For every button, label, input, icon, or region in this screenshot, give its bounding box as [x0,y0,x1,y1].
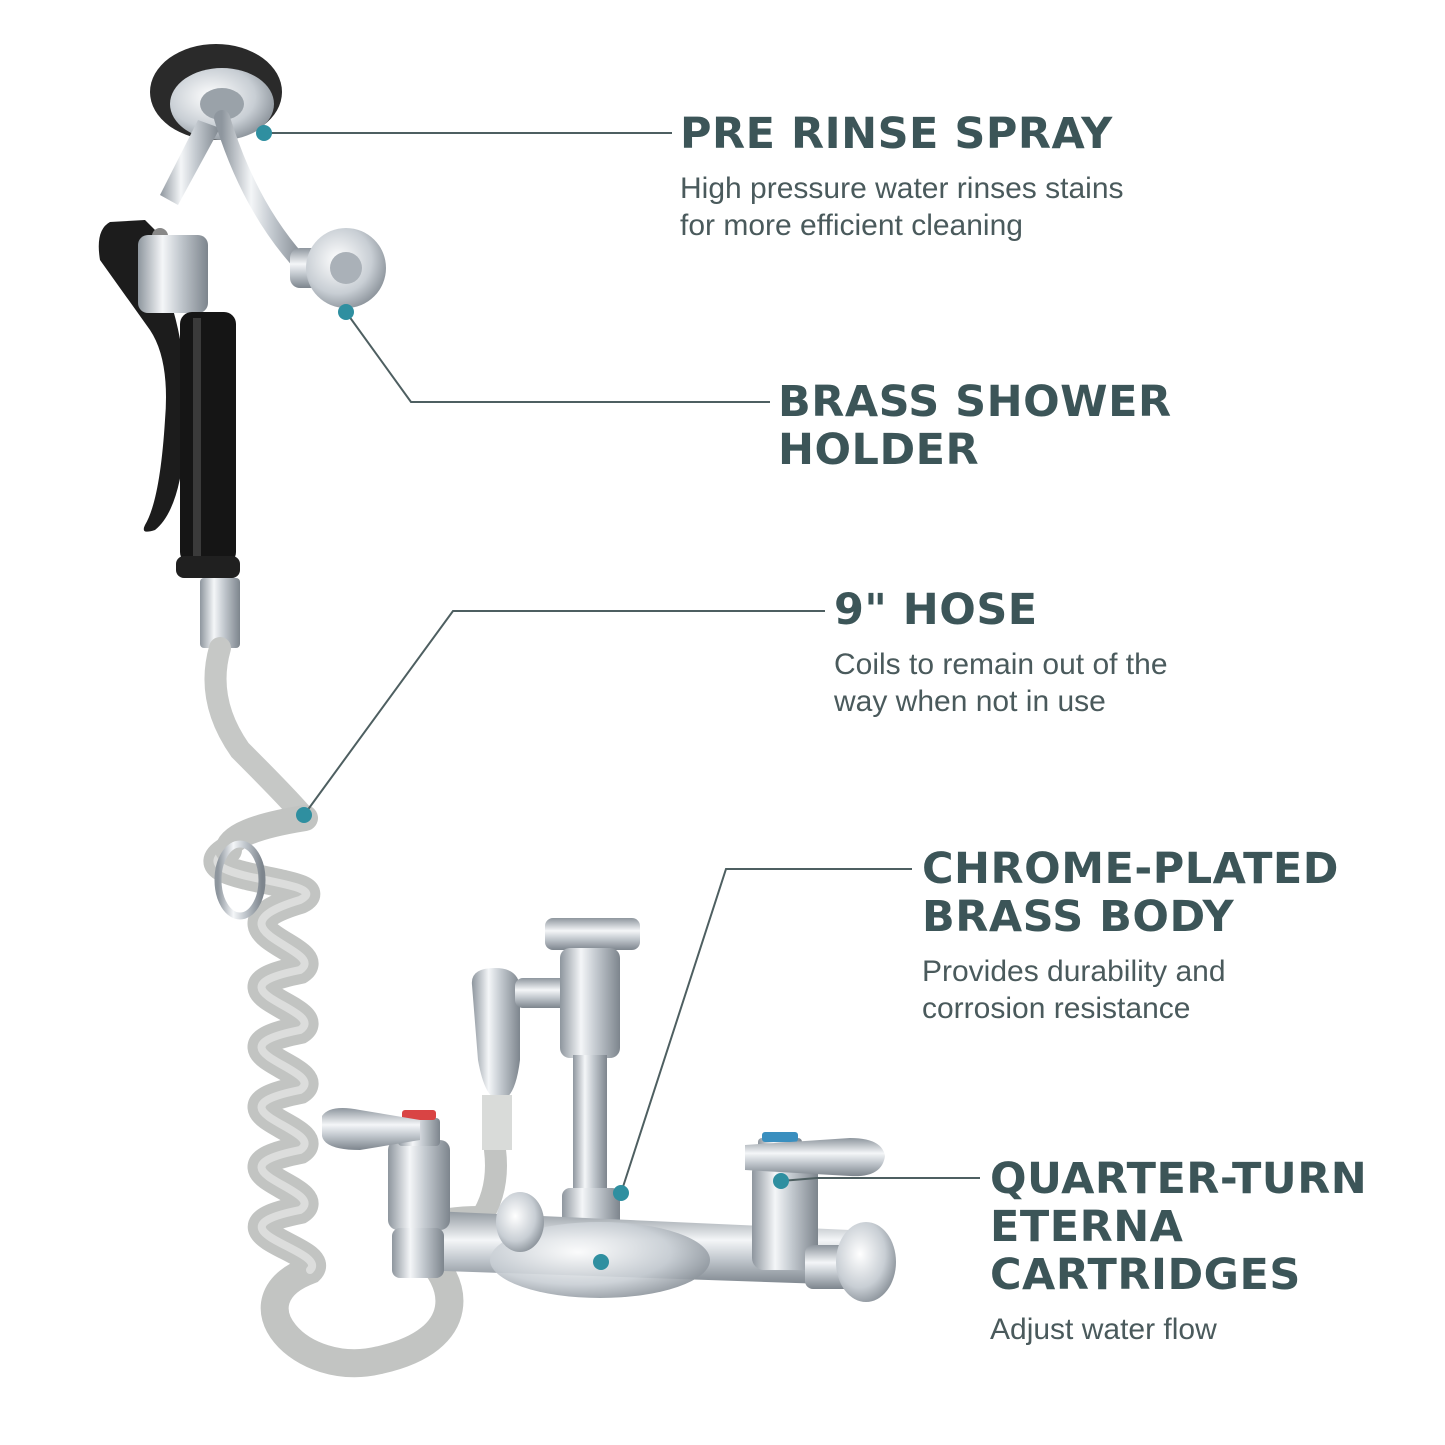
callout-title: PRE RINSE SPRAY [680,109,1113,159]
callout-hose: 9" HOSE Coils to remain out of the way w… [834,586,1168,720]
callout-description: Provides durability and corrosion resist… [922,955,1226,1025]
callout-description: Adjust water flow [990,1313,1217,1346]
leader-line-cartridges [780,1177,980,1182]
shower-holder [214,110,386,308]
callout-chrome-plated-brass-body: CHROME-PLATED BRASS BODY Provides durabi… [922,845,1339,1027]
marker-dot-brass-shower-holder [338,304,354,320]
callout-title: QUARTER-TURN ETERNA CARTRIDGES [990,1154,1368,1300]
marker-dot-pre-rinse-spray [256,125,272,141]
faucet-body [322,918,896,1302]
callout-title: CHROME-PLATED BRASS BODY [922,844,1339,942]
marker-dots [256,125,789,1270]
coiled-hose [203,637,507,1378]
callout-brass-shower-holder: BRASS SHOWER HOLDER [778,378,1172,474]
callout-description: High pressure water rinses stains for mo… [680,172,1124,242]
leader-line-chrome-body [620,868,912,1194]
marker-dot-cartridges [773,1173,789,1189]
marker-dot-hose [296,807,312,823]
marker-dot-chrome-body [613,1185,629,1201]
callout-quarter-turn-cartridges: QUARTER-TURN ETERNA CARTRIDGES Adjust wa… [990,1155,1367,1348]
leader-line-brass-shower-holder [345,311,770,403]
pre-rinse-spray-head [98,44,282,648]
callout-title: 9" HOSE [834,585,1038,635]
marker-dot-body-bar [593,1254,609,1270]
leader-lines [264,132,980,1194]
callout-description: Coils to remain out of the way when not … [834,648,1168,718]
callout-pre-rinse-spray: PRE RINSE SPRAY High pressure water rins… [680,110,1124,244]
callout-title: BRASS SHOWER HOLDER [778,377,1172,475]
leader-line-hose [303,610,825,816]
